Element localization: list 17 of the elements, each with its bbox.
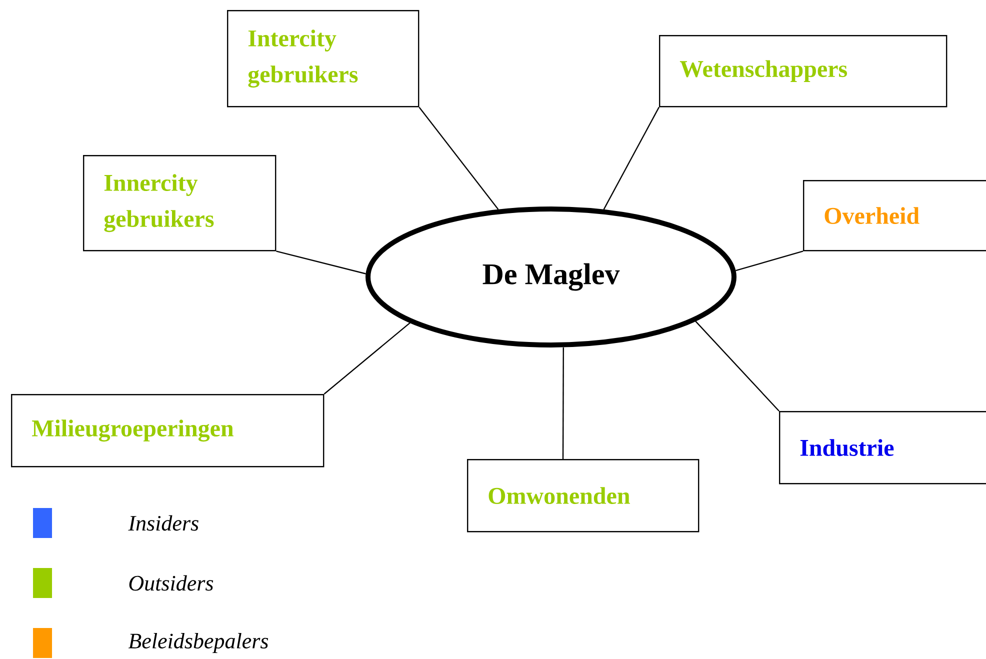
connector-line (562, 347, 564, 459)
stakeholder-box: Industrie (779, 411, 986, 484)
stakeholder-box: Wetenschappers (659, 35, 948, 108)
legend-label: Beleidsbepalers (128, 633, 268, 653)
stakeholder-box: Innercity gebruikers (83, 155, 276, 252)
stakeholder-box: Omwonenden (467, 459, 700, 532)
stakeholder-box: Intercity gebruikers (227, 10, 420, 108)
connector-line (276, 250, 366, 274)
stakeholder-box: Milieugroeperingen (11, 394, 324, 468)
legend-label: Outsiders (129, 575, 214, 591)
connector-line (418, 106, 499, 210)
connector-line (324, 322, 410, 394)
connector-line (736, 250, 804, 272)
stakeholder-box: Overheid (803, 180, 986, 252)
legend-label: Insiders (128, 515, 198, 531)
connector-line (695, 320, 780, 412)
connector-line (603, 106, 660, 210)
